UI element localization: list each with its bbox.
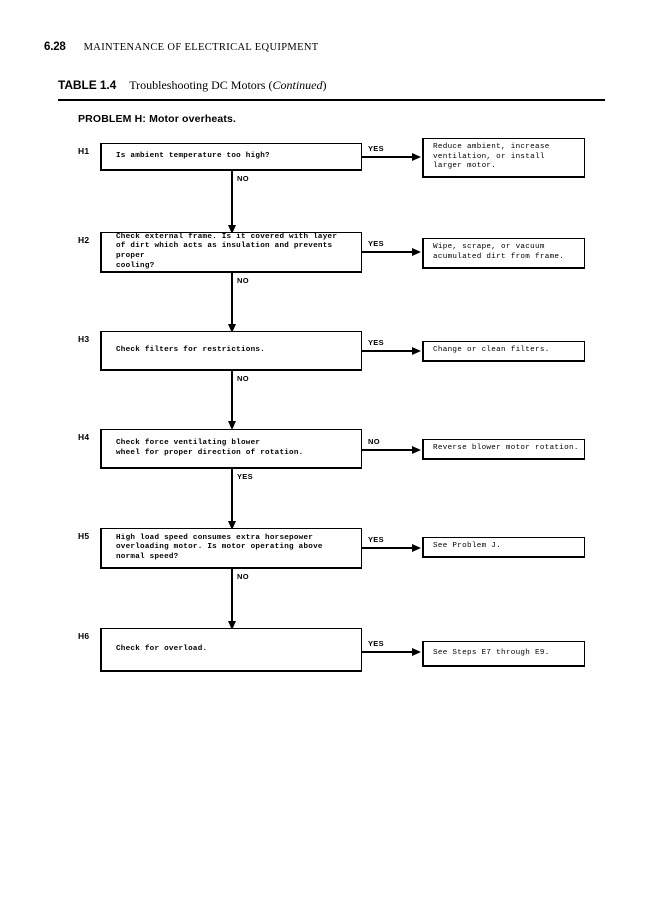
arrow-yes-h2 bbox=[412, 247, 421, 256]
branch-label-no-h3: NO bbox=[237, 374, 249, 383]
caption-rule bbox=[58, 99, 605, 101]
connector-yes-h3 bbox=[362, 350, 412, 352]
branch-label-yes-h6: YES bbox=[368, 639, 384, 648]
connector-yes-h2 bbox=[362, 251, 412, 253]
branch-label-no-h5: NO bbox=[237, 572, 249, 581]
table-caption: TABLE 1.4 Troubleshooting DC Motors (Con… bbox=[58, 78, 326, 93]
branch-label-no-h2: NO bbox=[237, 276, 249, 285]
action-text-h2: Wipe, scrape, or vacuum acumulated dirt … bbox=[433, 243, 565, 261]
action-box-h1: Reduce ambient, increase ventilation, or… bbox=[422, 138, 585, 178]
question-text-h2: Check external frame. Is it covered with… bbox=[116, 232, 338, 270]
action-box-h3: Change or clean filters. bbox=[422, 341, 585, 362]
action-box-h2: Wipe, scrape, or vacuum acumulated dirt … bbox=[422, 238, 585, 269]
page-header: 6.28 MAINTENANCE OF ELECTRICAL EQUIPMENT bbox=[44, 41, 319, 53]
table-title-paren: ) bbox=[322, 78, 327, 92]
arrow-no-h1 bbox=[227, 225, 236, 234]
connector-yes-h1 bbox=[362, 156, 412, 158]
arrow-no-h4 bbox=[412, 445, 421, 454]
branch-label-yes-h1: YES bbox=[368, 144, 384, 153]
arrow-no-h3 bbox=[227, 421, 236, 430]
arrow-yes-h4 bbox=[227, 521, 236, 530]
connector-no-h4 bbox=[362, 449, 412, 451]
problem-heading: PROBLEM H: Motor overheats. bbox=[78, 113, 237, 125]
arrow-yes-h1 bbox=[412, 152, 421, 161]
page-folio: 6.28 bbox=[44, 41, 66, 53]
action-box-h6: See Steps E7 through E9. bbox=[422, 641, 585, 667]
arrow-no-h5 bbox=[227, 621, 236, 630]
action-text-h3: Change or clean filters. bbox=[433, 346, 550, 355]
connector-yes-h4 bbox=[231, 469, 233, 521]
arrow-yes-h6 bbox=[412, 647, 421, 656]
branch-label-yes-h5: YES bbox=[368, 535, 384, 544]
connector-yes-h6 bbox=[362, 651, 412, 653]
question-text-h3: Check filters for restrictions. bbox=[116, 345, 266, 354]
branch-label-yes-h3: YES bbox=[368, 338, 384, 347]
branch-label-yes-h4: YES bbox=[237, 472, 253, 481]
question-text-h1: Is ambient temperature too high? bbox=[116, 151, 270, 160]
table-number: TABLE 1.4 bbox=[58, 78, 117, 92]
question-box-h6: Check for overload. bbox=[100, 628, 362, 672]
connector-yes-h5 bbox=[362, 547, 412, 549]
question-box-h3: Check filters for restrictions. bbox=[100, 331, 362, 371]
arrow-yes-h3 bbox=[412, 346, 421, 355]
action-text-h6: See Steps E7 through E9. bbox=[433, 648, 550, 657]
branch-label-no-h4: NO bbox=[368, 437, 380, 446]
connector-no-h5 bbox=[231, 569, 233, 621]
step-id-h5: H5 bbox=[78, 531, 90, 541]
branch-label-no-h1: NO bbox=[237, 174, 249, 183]
action-text-h1: Reduce ambient, increase ventilation, or… bbox=[433, 143, 550, 171]
question-box-h2: Check external frame. Is it covered with… bbox=[100, 232, 362, 273]
question-text-h5: High load speed consumes extra horsepowe… bbox=[116, 533, 323, 561]
table-title-text: Troubleshooting DC Motors ( bbox=[129, 78, 273, 92]
branch-label-yes-h2: YES bbox=[368, 239, 384, 248]
question-box-h5: High load speed consumes extra horsepowe… bbox=[100, 528, 362, 569]
arrow-no-h2 bbox=[227, 324, 236, 333]
table-title: Troubleshooting DC Motors (Continued) bbox=[129, 78, 326, 93]
question-text-h4: Check force ventilating blower wheel for… bbox=[116, 438, 304, 457]
running-head: MAINTENANCE OF ELECTRICAL EQUIPMENT bbox=[83, 42, 319, 53]
arrow-yes-h5 bbox=[412, 543, 421, 552]
connector-no-h3 bbox=[231, 371, 233, 421]
step-id-h4: H4 bbox=[78, 432, 90, 442]
action-text-h5: See Problem J. bbox=[433, 542, 501, 551]
action-box-h5: See Problem J. bbox=[422, 537, 585, 558]
question-box-h1: Is ambient temperature too high? bbox=[100, 143, 362, 171]
step-id-h6: H6 bbox=[78, 631, 90, 641]
question-box-h4: Check force ventilating blower wheel for… bbox=[100, 429, 362, 469]
connector-no-h1 bbox=[231, 171, 233, 225]
action-text-h4: Reverse blower motor rotation. bbox=[433, 444, 579, 453]
step-id-h1: H1 bbox=[78, 146, 90, 156]
connector-no-h2 bbox=[231, 273, 233, 324]
question-text-h6: Check for overload. bbox=[116, 644, 208, 653]
table-title-continued: Continued bbox=[272, 78, 323, 92]
step-id-h3: H3 bbox=[78, 334, 90, 344]
step-id-h2: H2 bbox=[78, 235, 90, 245]
action-box-h4: Reverse blower motor rotation. bbox=[422, 439, 585, 460]
